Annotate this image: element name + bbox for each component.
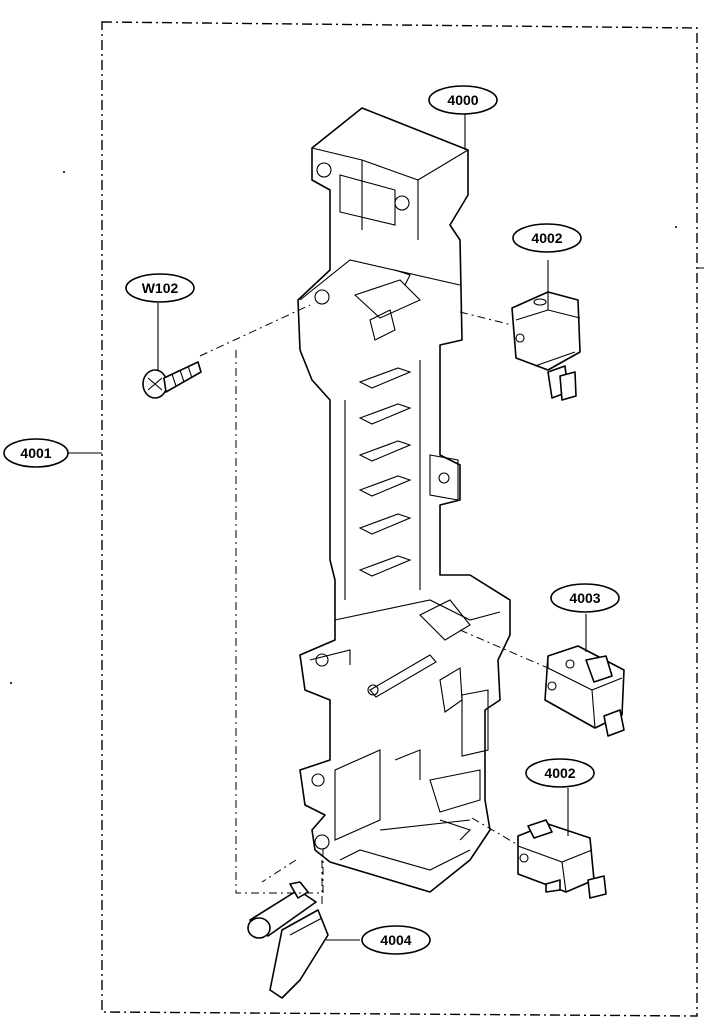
latch-board-4000 [297,107,511,893]
assembly-frame [101,21,698,1017]
scan-dot [675,226,677,228]
callout-w102-label: W102 [142,280,179,296]
scan-dot [10,682,12,684]
callout-4003: 4003 [550,583,620,613]
callout-4002-bottom-label: 4002 [544,765,575,781]
callout-4003-label: 4003 [569,590,600,606]
screw-w102 [142,303,202,399]
callout-4002-bottom: 4002 [525,758,595,788]
switch-4002-bottom [517,788,607,899]
callout-4004-label: 4004 [380,932,411,948]
switch-4003 [544,614,625,737]
callout-4004: 4004 [361,925,431,955]
callout-4000: 4000 [428,85,498,150]
lever-4004 [247,881,360,999]
assembly-lines [199,304,549,905]
callout-4001-label: 4001 [20,445,51,461]
switch-4002-top [511,260,581,401]
callout-4000-label: 4000 [447,92,478,108]
callout-4001: 4001 [3,438,69,468]
callout-4002-top-label: 4002 [531,230,562,246]
scan-dot [63,171,65,173]
callout-4002-top: 4002 [512,223,582,253]
callout-w102: W102 [125,273,195,303]
